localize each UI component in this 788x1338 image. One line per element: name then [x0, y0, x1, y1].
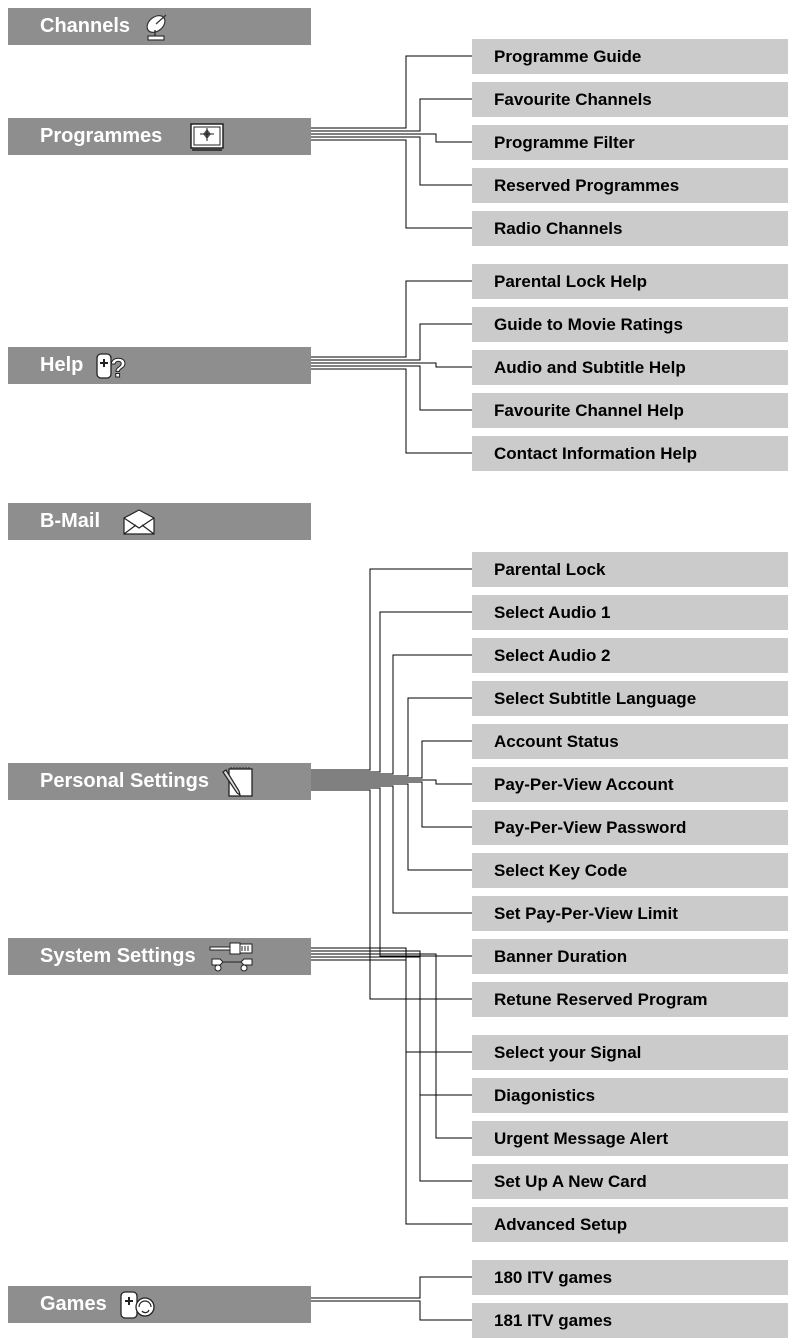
envelope-icon [122, 508, 156, 536]
menu-label: Personal Settings [40, 770, 209, 792]
menu-item[interactable]: Programme Guide [472, 39, 788, 74]
menu-help[interactable]: Help ? [8, 347, 311, 384]
menu-label: Channels [40, 15, 131, 37]
menu-b-mail[interactable]: B-Mail [8, 503, 311, 540]
connector-line [311, 133, 472, 143]
menu-item[interactable]: Favourite Channel Help [472, 393, 788, 428]
menu-label: System Settings [40, 945, 196, 967]
connector-line [311, 785, 472, 914]
menu-item[interactable]: Favourite Channels [472, 82, 788, 117]
menu-item[interactable]: Set Up A New Card [472, 1164, 788, 1199]
menu-item[interactable]: Diagonistics [472, 1078, 788, 1113]
connector-line [311, 953, 472, 1139]
menu-item[interactable]: Radio Channels [472, 211, 788, 246]
connector-line [311, 139, 472, 229]
menu-item[interactable]: Programme Filter [472, 125, 788, 160]
svg-text:?: ? [110, 353, 127, 381]
menu-item[interactable]: Urgent Message Alert [472, 1121, 788, 1156]
connector-line [311, 136, 472, 186]
connector-line [311, 959, 472, 1225]
connector-line [311, 611, 472, 773]
menu-item[interactable]: Set Pay-Per-View Limit [472, 896, 788, 931]
connector-line [311, 950, 472, 1096]
connector-line [311, 365, 472, 411]
menu-item[interactable]: Select Audio 1 [472, 595, 788, 630]
menu-games[interactable]: Games [8, 1286, 311, 1323]
connector-line [311, 362, 472, 368]
menu-item[interactable]: Parental Lock Help [472, 264, 788, 299]
menu-item[interactable]: Advanced Setup [472, 1207, 788, 1242]
menu-item[interactable]: Parental Lock [472, 552, 788, 587]
connector-line [311, 323, 472, 361]
connector-line [311, 947, 472, 1053]
menu-item[interactable]: Pay-Per-View Account [472, 767, 788, 802]
menu-item[interactable]: Audio and Subtitle Help [472, 350, 788, 385]
menu-item[interactable]: 180 ITV games [472, 1260, 788, 1295]
connector-line [311, 697, 472, 777]
menu-item[interactable]: Guide to Movie Ratings [472, 307, 788, 342]
menu-item[interactable]: 181 ITV games [472, 1303, 788, 1338]
menu-label: Programmes [40, 125, 163, 147]
connector-line [311, 1300, 472, 1321]
menu-item[interactable]: Select Key Code [472, 853, 788, 888]
connector-line [311, 740, 472, 779]
menu-label: B-Mail [40, 510, 100, 532]
connector-line [311, 789, 472, 1000]
menu-personal-settings[interactable]: Personal Settings [8, 763, 311, 800]
connector-line [311, 1276, 472, 1299]
gamepad-icon [119, 1289, 157, 1321]
connector-line [311, 783, 472, 871]
menu-system-settings[interactable]: System Settings [8, 938, 311, 975]
connector-line [311, 956, 472, 1182]
menu-item[interactable]: Banner Duration [472, 939, 788, 974]
connector-line [311, 280, 472, 358]
connector-line [311, 781, 472, 828]
menu-item[interactable]: Select Subtitle Language [472, 681, 788, 716]
connector-line [311, 779, 472, 785]
menu-item[interactable]: Select Audio 2 [472, 638, 788, 673]
menu-label: Help [40, 354, 84, 376]
menu-label: Games [40, 1293, 107, 1315]
menu-item[interactable]: Account Status [472, 724, 788, 759]
connector-line [311, 568, 472, 771]
remote-question-icon: ? [95, 351, 137, 383]
menu-item[interactable]: Pay-Per-View Password [472, 810, 788, 845]
connector-line [311, 368, 472, 454]
menu-item[interactable]: Reserved Programmes [472, 168, 788, 203]
menu-channels[interactable]: Channels [8, 8, 311, 45]
menu-programmes[interactable]: Programmes [8, 118, 311, 155]
menu-item[interactable]: Select your Signal [472, 1035, 788, 1070]
menu-item[interactable]: Retune Reserved Program [472, 982, 788, 1017]
satellite-dish-icon [142, 12, 172, 42]
menu-item[interactable]: Contact Information Help [472, 436, 788, 471]
tv-screen-icon [190, 122, 225, 151]
connector-line [311, 654, 472, 775]
tools-icon [208, 941, 254, 973]
connector-line [311, 98, 472, 132]
connector-line [311, 55, 472, 129]
notepad-pencil-icon [221, 766, 255, 798]
connector-line [311, 787, 472, 957]
